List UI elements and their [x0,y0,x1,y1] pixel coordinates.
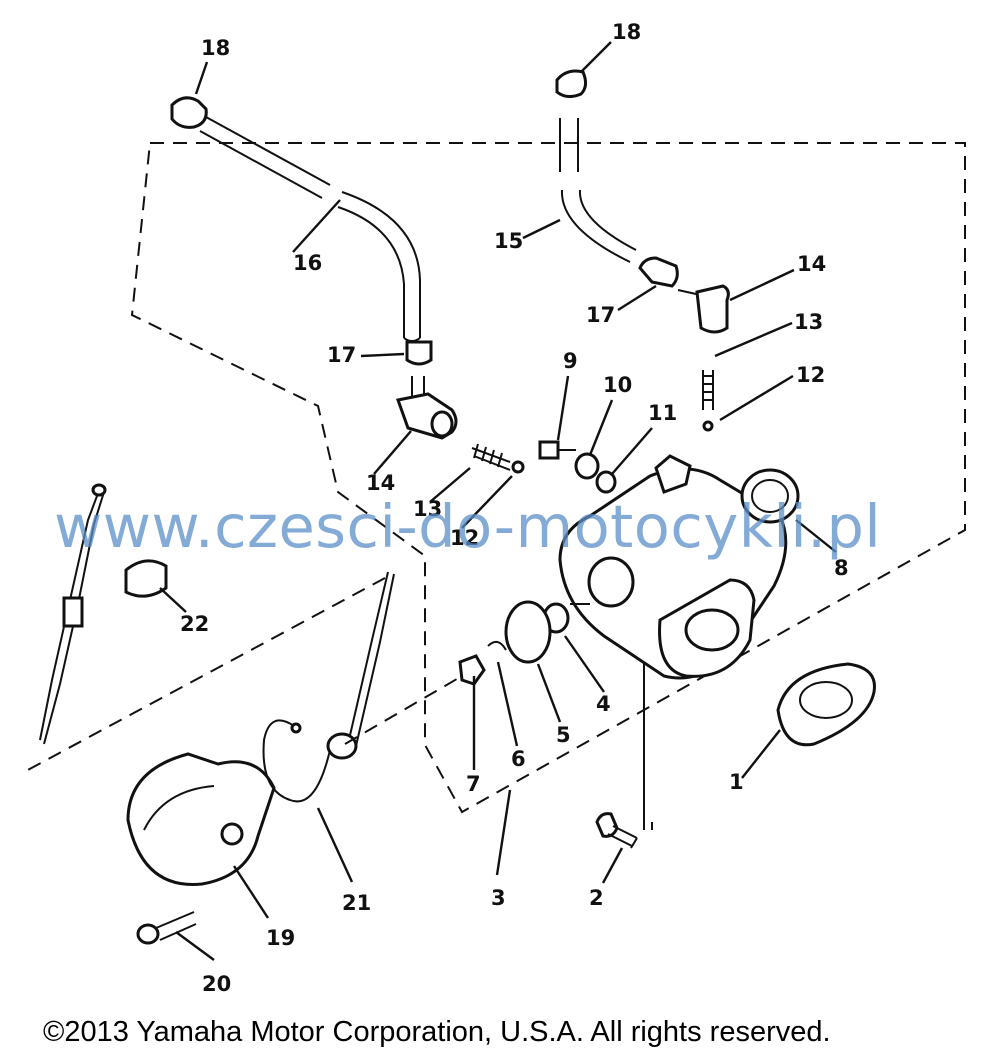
guide-line [344,675,463,745]
label-8: 8 [834,556,849,580]
leader-lines [159,41,837,961]
screw-20 [136,911,197,945]
label-7: 7 [466,772,481,796]
label-12-right: 12 [796,363,825,387]
label-16: 16 [293,251,322,275]
oil-seal-8-inner [751,479,789,513]
label-11: 11 [648,401,677,425]
hose-16-assembly [170,96,458,440]
label-22: 22 [180,612,209,636]
bolt-2 [595,812,638,849]
label-20: 20 [202,972,231,996]
label-5: 5 [556,723,571,747]
label-19: 19 [266,926,295,950]
part-labels: 18 18 16 15 17 17 14 14 13 13 12 12 9 10… [180,20,849,996]
oil-pump-body [558,454,788,830]
label-15: 15 [494,229,523,253]
check-valve-parts [471,370,714,474]
label-13-left: 13 [413,497,442,521]
label-17-left: 17 [327,343,356,367]
oil-seal-8 [740,468,800,524]
label-14-right: 14 [797,252,826,276]
bolt-9-washers [538,440,617,494]
label-18-top: 18 [612,20,641,44]
label-9: 9 [563,349,578,373]
copyright-text: ©2013 Yamaha Motor Corporation, U.S.A. A… [43,1016,831,1048]
label-2: 2 [589,886,604,910]
cable-clip-22 [124,559,168,598]
label-13-right: 13 [794,310,823,334]
label-10: 10 [603,373,632,397]
label-1: 1 [729,770,744,794]
label-14-left: 14 [366,471,395,495]
cable-21 [39,483,395,803]
gasket-1 [776,662,876,747]
drive-parts [458,600,570,686]
label-6: 6 [511,747,526,771]
label-21: 21 [342,891,371,915]
pump-cover-19 [126,752,276,886]
label-4: 4 [596,692,611,716]
label-17-right: 17 [586,303,615,327]
watermark-text: www.czesci-do-motocykli.pl [54,492,882,561]
hose-15-assembly [555,69,730,334]
label-12-left: 12 [450,526,479,550]
label-3: 3 [491,886,506,910]
label-18-left: 18 [201,36,230,60]
